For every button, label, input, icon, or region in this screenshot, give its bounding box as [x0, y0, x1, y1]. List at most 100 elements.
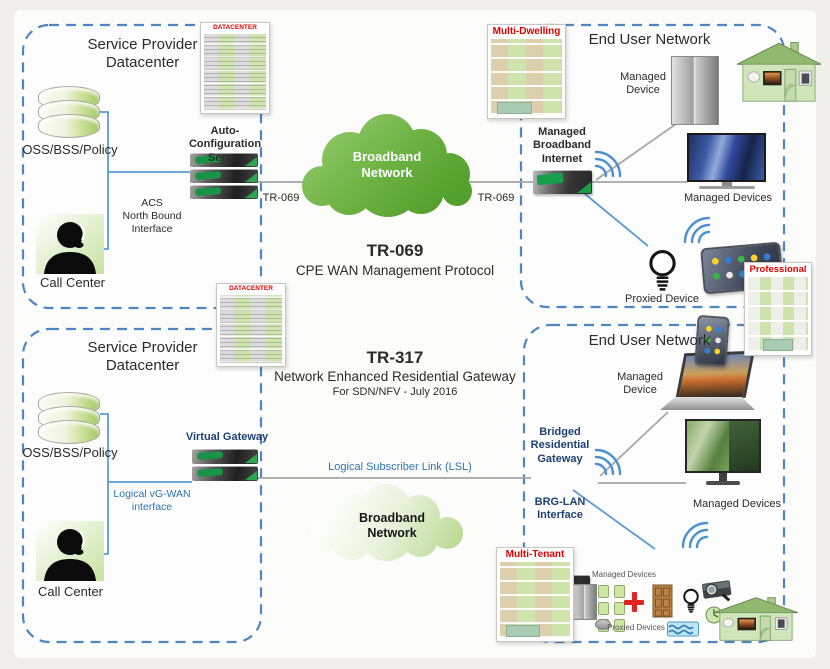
house-icon	[736, 36, 822, 106]
virtual-gateway-label: Virtual Gateway	[185, 431, 269, 443]
refrigerator-icon	[572, 584, 597, 620]
multi-tenant-building-card: Multi-Tenant	[496, 547, 574, 642]
managed-device-label-top: Managed Device	[620, 71, 666, 97]
tr069-link-label-left: TR-069	[262, 192, 300, 204]
managed-devices-label-top: Managed Devices	[683, 192, 773, 204]
monitor-screen	[685, 419, 761, 473]
blue-links	[100, 111, 656, 555]
monitor-panel	[729, 421, 759, 471]
laptop-icon	[660, 350, 755, 412]
bridged-residential-gateway-label: Bridged Residential Gateway	[530, 426, 590, 465]
oss-callcenter-bus-bottom	[100, 413, 109, 555]
datacenter-card-label: DATACENTER	[213, 24, 257, 31]
virtual-gateway-server-stack-icon	[192, 449, 258, 481]
professional-building-card: Professional	[744, 262, 812, 356]
smart-device-chip	[598, 602, 609, 615]
call-center-label-top: Call Center	[39, 275, 106, 290]
multi-dwelling-label: Multi-Dwelling	[492, 26, 561, 37]
proxied-device-label: Proxied Device	[625, 293, 699, 305]
vg-wan-interface-label: Logical vG-WAN interface	[113, 488, 191, 513]
brg-to-devices-line	[572, 489, 656, 550]
datacenter-card: DATACENTER	[216, 283, 286, 367]
wifi-icon	[681, 521, 709, 549]
datacenter-rack-grid	[204, 34, 266, 110]
wifi-icon	[683, 216, 711, 244]
call-center-agent-icon	[36, 214, 104, 274]
plus-icon	[624, 592, 644, 612]
acs-server-stack-icon	[190, 153, 258, 199]
database-disk	[38, 114, 100, 138]
tr069-title: TR-069	[366, 241, 424, 260]
database-icon	[38, 86, 100, 138]
pool-icon	[667, 620, 699, 637]
lightbulb-icon	[647, 247, 678, 293]
oss-callcenter-bus-top	[100, 111, 109, 250]
end-user-box-title-top: End User Network	[588, 31, 711, 48]
monitor-panel	[687, 421, 729, 471]
datacenter-rack-grid	[220, 295, 282, 363]
broadband-cloud-top	[302, 114, 472, 217]
tr317-subtitle: Network Enhanced Residential Gateway	[274, 369, 516, 384]
smart-device-chip	[598, 585, 609, 598]
server-unit	[190, 153, 258, 167]
managed-devices-small-label: Managed Devices	[591, 570, 657, 579]
modem-to-appliance-line	[595, 123, 677, 181]
oss-bss-policy-label-bottom: OSS/BSS/Policy	[22, 445, 118, 460]
database-disk	[38, 420, 100, 444]
professional-entrance	[763, 339, 794, 351]
professional-label: Professional	[749, 264, 807, 275]
call-center-label-bottom: Call Center	[37, 584, 104, 599]
oss-bss-policy-label-top: OSS/BSS/Policy	[22, 142, 118, 157]
server-unit	[192, 449, 258, 464]
smart-device-chip	[614, 585, 625, 598]
server-unit	[190, 185, 258, 199]
smart-device-chip	[614, 602, 625, 615]
multi-dwelling-building-card: Multi-Dwelling	[487, 24, 566, 119]
brg-lan-interface-label: BRG-LAN Interface	[534, 496, 586, 522]
tv-stand	[721, 182, 732, 186]
call-center-agent-icon	[36, 521, 104, 581]
multi-dwelling-entrance	[497, 102, 532, 114]
door-icon	[652, 584, 673, 618]
lightbulb-icon	[682, 587, 700, 614]
tr317-title: TR-317	[366, 348, 424, 367]
tr317-subtitle2: For SDN/NFV - July 2016	[332, 386, 458, 398]
provider-box-title-top: Service Provider Datacenter	[87, 36, 198, 72]
datacenter-card-label: DATACENTER	[229, 285, 273, 292]
proxied-sensor-icon	[595, 619, 611, 630]
database-icon	[38, 392, 100, 444]
tr069-link-label-right: TR-069	[477, 192, 515, 204]
managed-devices-label-bottom: Managed Devices	[692, 498, 782, 510]
laptop-base	[660, 397, 755, 410]
broadband-cloud-label-top: Broadband Network	[352, 149, 422, 180]
tv-icon	[687, 133, 766, 189]
monitor-base	[706, 481, 740, 485]
managed-device-label-bottom: Managed Device	[617, 371, 663, 397]
tr069-subtitle: CPE WAN Management Protocol	[295, 263, 495, 278]
house-icon	[713, 596, 799, 642]
broadband-modem-icon	[533, 170, 592, 194]
end-user-box-title-bottom: End User Network	[588, 332, 711, 349]
broadband-cloud-label-bottom: Broadband Network	[359, 511, 425, 541]
wifi-icon	[594, 448, 622, 476]
broadband-cloud-bottom	[310, 484, 463, 561]
tv-screen	[687, 133, 766, 182]
wifi-icon	[594, 150, 622, 178]
refrigerator-icon	[671, 56, 719, 125]
managed-broadband-internet-label: Managed Broadband Internet	[532, 126, 592, 165]
camera-icon	[701, 579, 734, 605]
server-unit	[190, 169, 258, 183]
monitor-icon	[685, 419, 761, 485]
multi-tenant-entrance	[506, 625, 541, 637]
proxied-devices-small-label: Proxied Devices	[607, 623, 665, 632]
monitor-neck	[719, 473, 727, 481]
logical-subscriber-link-label: Logical Subscriber Link (LSL)	[328, 461, 472, 473]
acs-server-label: Auto-Configuration Server	[188, 125, 262, 164]
provider-box-title-bottom: Service Provider Datacenter	[87, 339, 198, 375]
modem-to-bulb-line	[584, 193, 649, 247]
datacenter-card: DATACENTER	[200, 22, 270, 114]
multi-tenant-label: Multi-Tenant	[505, 549, 565, 560]
smart-device-chip	[614, 619, 625, 632]
acs-north-bound-interface-label: ACS North Bound Interface	[122, 197, 182, 235]
